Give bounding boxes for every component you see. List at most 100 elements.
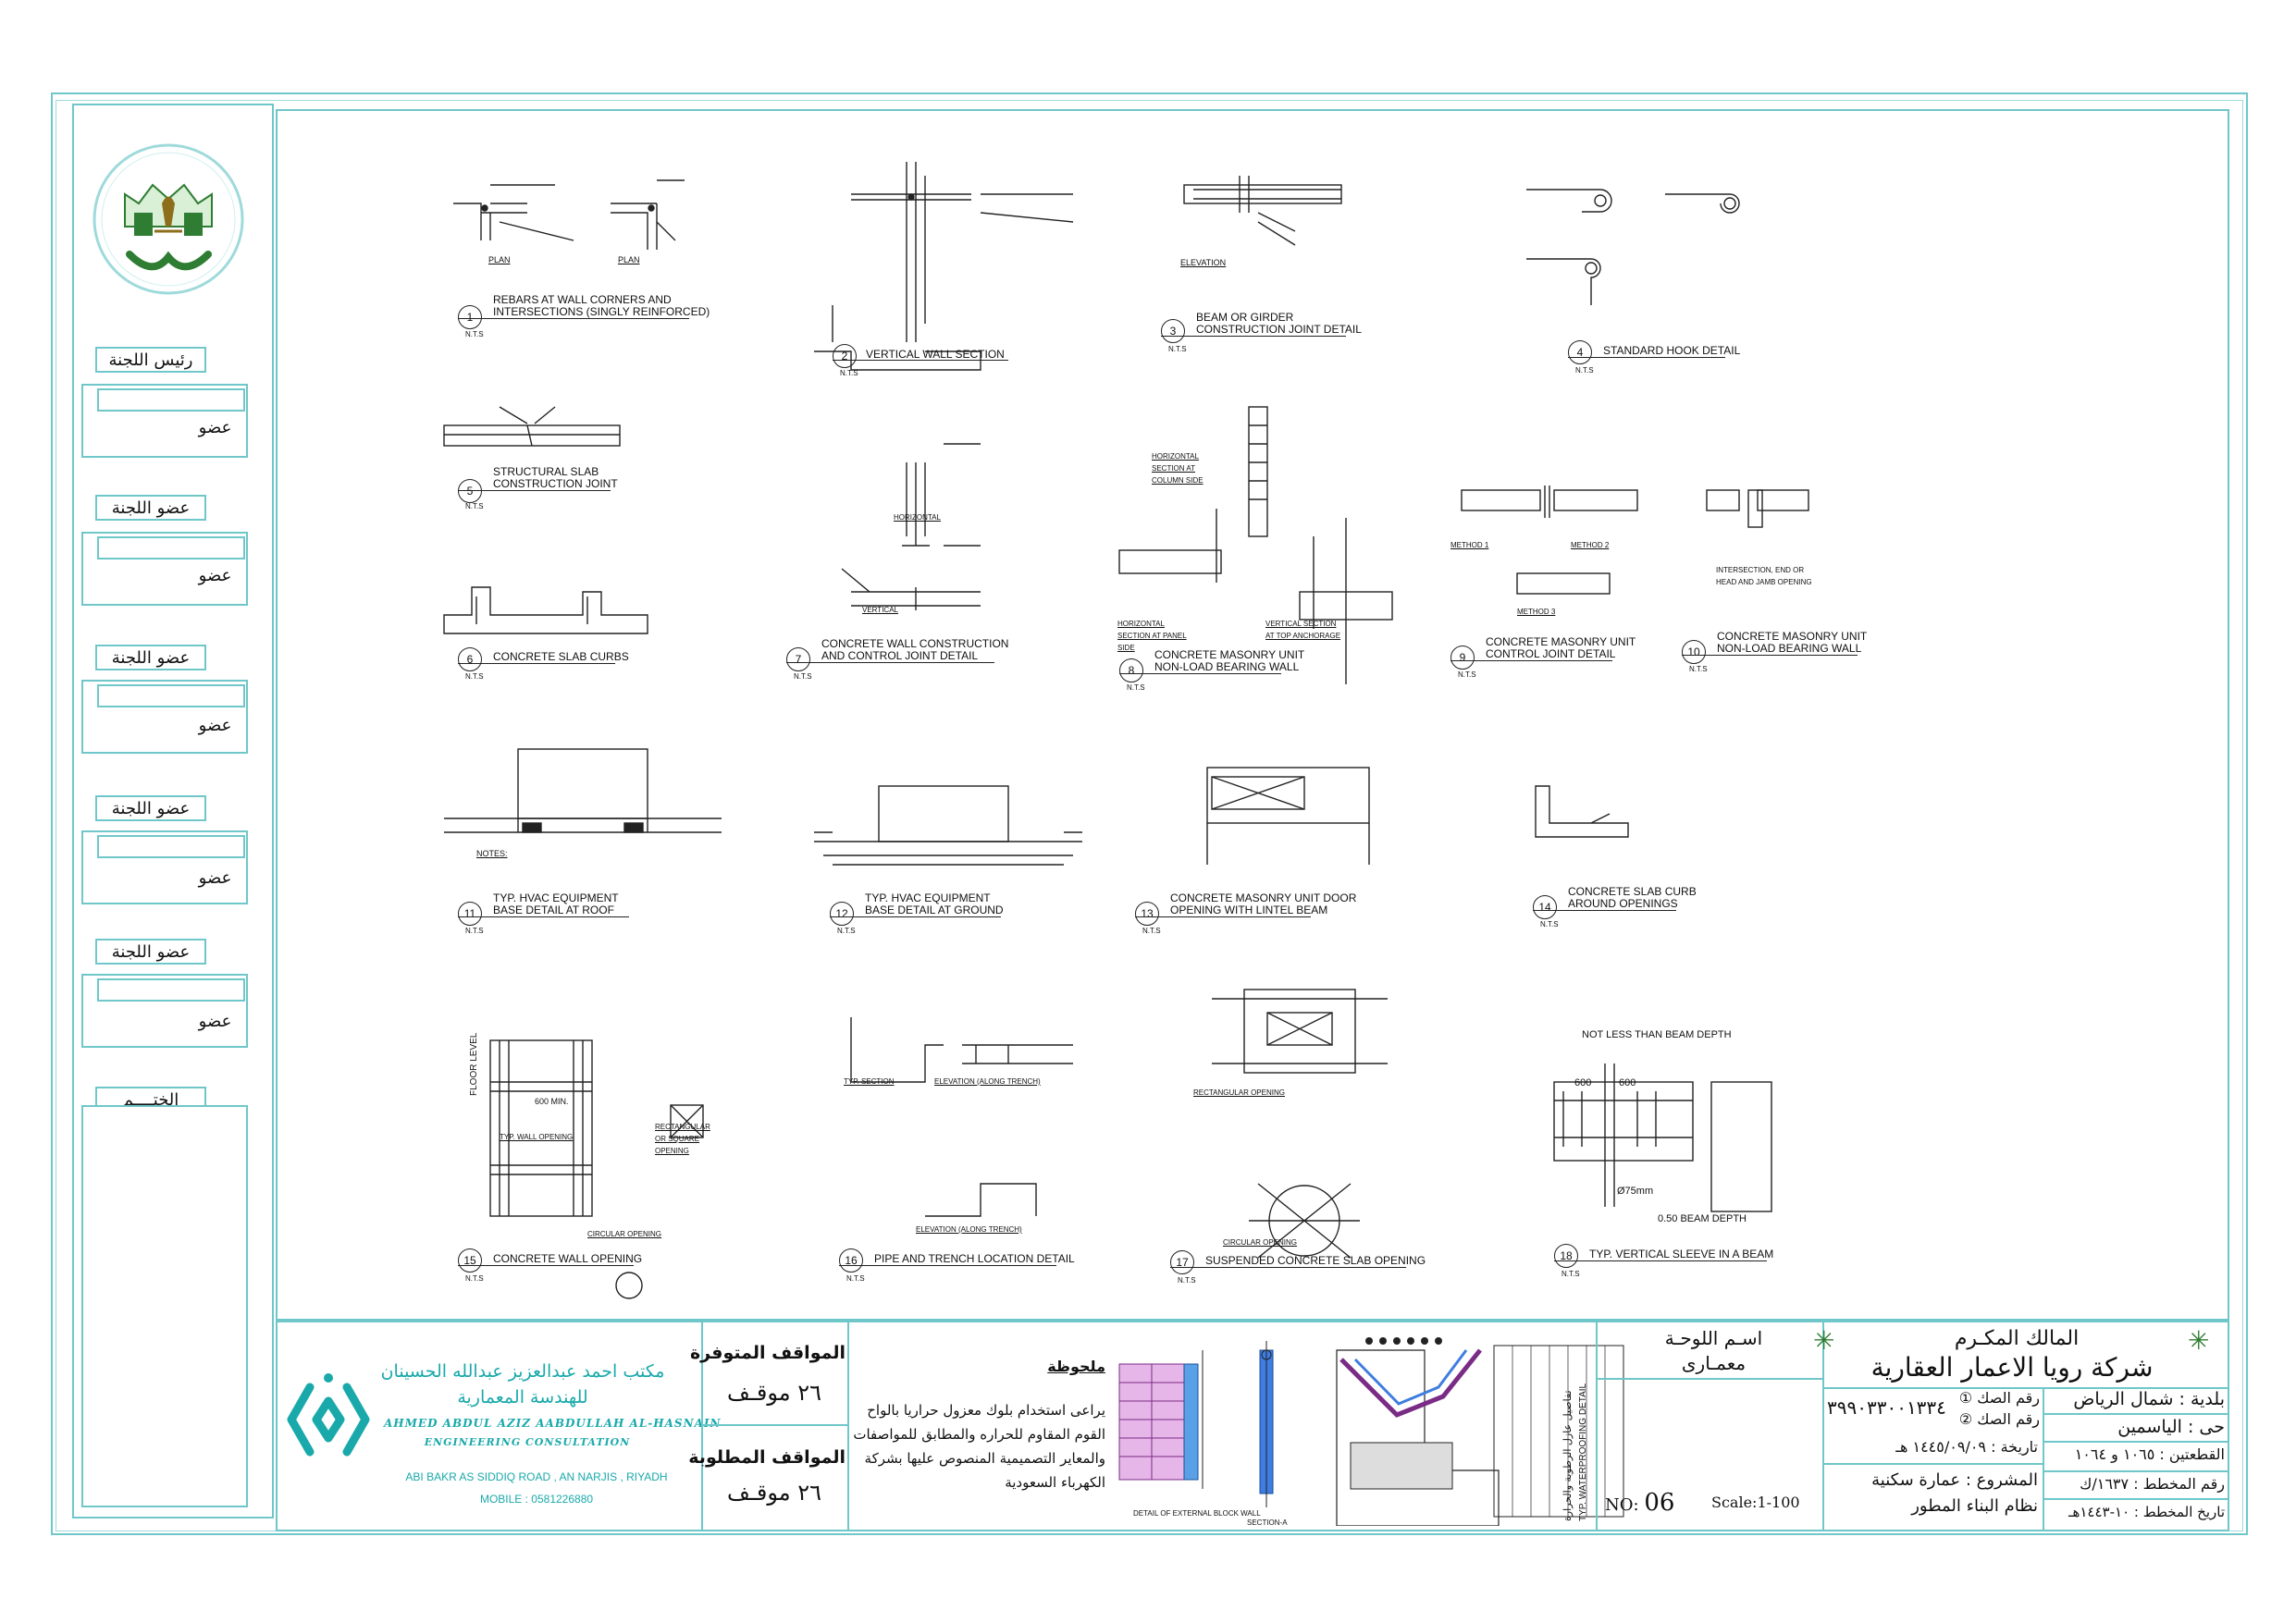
drawing-detail-10 [1706,489,1809,528]
horizontal-section-column-label: HORIZONTAL SECTION AT COLUMN SIDE [1152,452,1204,485]
plan-label-2: PLAN [618,255,640,264]
drawing-detail-6 [443,586,648,634]
member-signature-field-4[interactable] [97,978,245,1002]
owner-label: المالك المكـرم [1954,1327,2080,1350]
parking-required-label: المواقف المطلوبة [688,1447,846,1468]
deed2-label: رقم الصك ② [1958,1410,2040,1428]
waterproofing-ar-label: تفاصيل عازل الرطوبة والحرارة [1562,1390,1574,1521]
committee-member-label-4: عضو اللجنة [95,939,206,965]
circular-opening-label-1: CIRCULAR OPENING [587,1230,662,1238]
divider [1822,1463,2043,1465]
drawing-detail-8 [1118,406,1393,684]
method3-label: METHOD 3 [1517,608,1556,616]
municipality: بلدية : شمال الرياض [2073,1389,2225,1409]
committee-member-label-3: عضو اللجنة [95,795,206,821]
member-label-3: عضو [198,716,232,735]
note-line-4: الكهرباء السعودية [1005,1474,1105,1491]
elevation-label: ELEVATION [1180,258,1227,267]
divider [701,1424,847,1426]
beam-depth-label: 0.50 BEAM DEPTH [1658,1213,1747,1224]
plan-date: تاريخ المخطط : ١٠-١٤٤٣هـ [2068,1504,2225,1520]
member-label-2: عضو [198,566,232,585]
deed1-label: رقم الصك ① [1958,1389,2040,1407]
method1-label: METHOD 1 [1450,541,1489,549]
divider [2043,1413,2229,1415]
drawing-detail-13 [1206,767,1370,865]
drawing-detail-2 [814,162,1074,371]
committee-member-label-1: عضو اللجنة [95,495,206,521]
drawing-detail-3 [1183,176,1342,246]
member-signature-field-2[interactable] [97,684,245,707]
intersection-label: INTERSECTION, END OR HEAD AND JAMB OPENI… [1716,566,1812,586]
block-wall-detail-label: DETAIL OF EXTERNAL BLOCK WALL [1133,1509,1261,1518]
divider [847,1321,849,1531]
divider [1822,1321,1824,1531]
office-name-en-2: ENGINEERING CONSULTATION [424,1436,631,1448]
elev-along-trench-label-2: ELEVATION (ALONG TRENCH) [916,1225,1022,1234]
district: حى : الياسمين [2117,1417,2225,1437]
floor-level-label: FLOOR LEVEL [469,1032,479,1096]
vertical-label: VERTICAL [862,606,898,614]
note-title: ملحوظة [1047,1358,1105,1375]
sheet-no-value: 06 [1644,1489,1675,1517]
committee-chair-label: رئيس اللجنة [95,347,206,373]
note-line-2: القوم المقاوم للحراره والمطابق للمواصفات [853,1426,1105,1443]
chair-signature-field[interactable] [97,388,245,412]
divider [2043,1387,2044,1531]
drawing-detail-18 [1553,1064,1772,1212]
deed-value: ٣٩٩٠٣٣٠٠١٣٣٤ [1827,1396,1946,1419]
office-mobile: MOBILE : 0581226880 [479,1493,594,1506]
typ-wall-opening-label: TYP. WALL OPENING [500,1133,574,1141]
project-name: المشروع : عمارة سكنية [1871,1470,2038,1490]
method2-label: METHOD 2 [1571,541,1610,549]
member-signature-field-3[interactable] [97,835,245,858]
detail-drawings [443,162,1809,1299]
parking-available-label: المواقف المتوفرة [689,1343,846,1363]
notes-label: NOTES: [476,849,508,858]
drawing-detail-1 [453,179,685,250]
office-name-ar-1: مكتب احمد عبدالعزيز عبدالله الحسينان [380,1361,665,1382]
horizontal-section-panel-label: HORIZONTAL SECTION AT PANEL SIDE [1117,620,1187,652]
dim-600-b: 600 [1619,1077,1636,1088]
building-system: نظام البناء المطور [1911,1496,2038,1516]
typ-section-label: TYP. SECTION [844,1077,895,1086]
seal-box[interactable] [81,1105,248,1507]
drawing-detail-17 [1212,989,1388,1259]
member-label-4: عضو [198,868,232,888]
member-signature-field-1[interactable] [97,536,245,559]
plots: القطعتين : ١٠٦٥ و ١٠٦٤ [2074,1445,2225,1463]
sheet-name-value: معمـارى [1681,1352,1747,1374]
office-name-ar-2: للهندسة المعمارية [457,1387,588,1408]
drawing-detail-14 [1535,785,1629,838]
sidebar-panel [72,104,274,1518]
title-block [276,1321,2229,1531]
drawing-detail-16 [850,1017,1073,1217]
sheet-no: NO: 06 [1605,1489,1675,1517]
divider [1822,1387,2229,1389]
dia-75-label: Ø75mm [1617,1186,1654,1197]
divider [2043,1498,2229,1500]
divider [2043,1441,2229,1443]
office-name-en-1: AHMED ABDUL AZIZ AABDULLAH AL-HASNAIN [384,1417,722,1430]
plan-label-1: PLAN [488,255,511,264]
elev-along-trench-label-1: ELEVATION (ALONG TRENCH) [934,1077,1041,1086]
min-600-label: 600 MIN. [535,1097,569,1106]
drawing-detail-7 [841,443,981,610]
drawing-detail-4 [1526,189,1740,305]
parking-required-value: ٢٦ موقـف [726,1480,821,1506]
horizontal-label: HORIZONTAL [894,513,941,522]
section-a-label: SECTION-A [1247,1518,1288,1527]
office-logo-icon [287,1373,370,1457]
drawing-detail-12 [814,785,1082,866]
owner-value: شركة رويا الاعمار العقارية [1870,1352,2154,1383]
committee-member-label-2: عضو اللجنة [95,645,206,670]
star-icon: ✳ [1813,1325,1835,1356]
office-address: ABI BAKR AS SIDDIQ ROAD , AN NARJIS , RI… [405,1470,668,1483]
divider [701,1321,703,1531]
sheet-scale: Scale:1-100 [1711,1494,1800,1511]
dim-600-a: 600 [1574,1077,1592,1088]
plan-number: رقم المخطط : ١٦٣٧/ك [2080,1475,2225,1493]
vertical-section-top-label: VERTICAL SECTION AT TOP ANCHORAGE [1265,620,1341,640]
member-label-5: عضو [198,1012,232,1031]
municipality-logo [93,143,244,295]
